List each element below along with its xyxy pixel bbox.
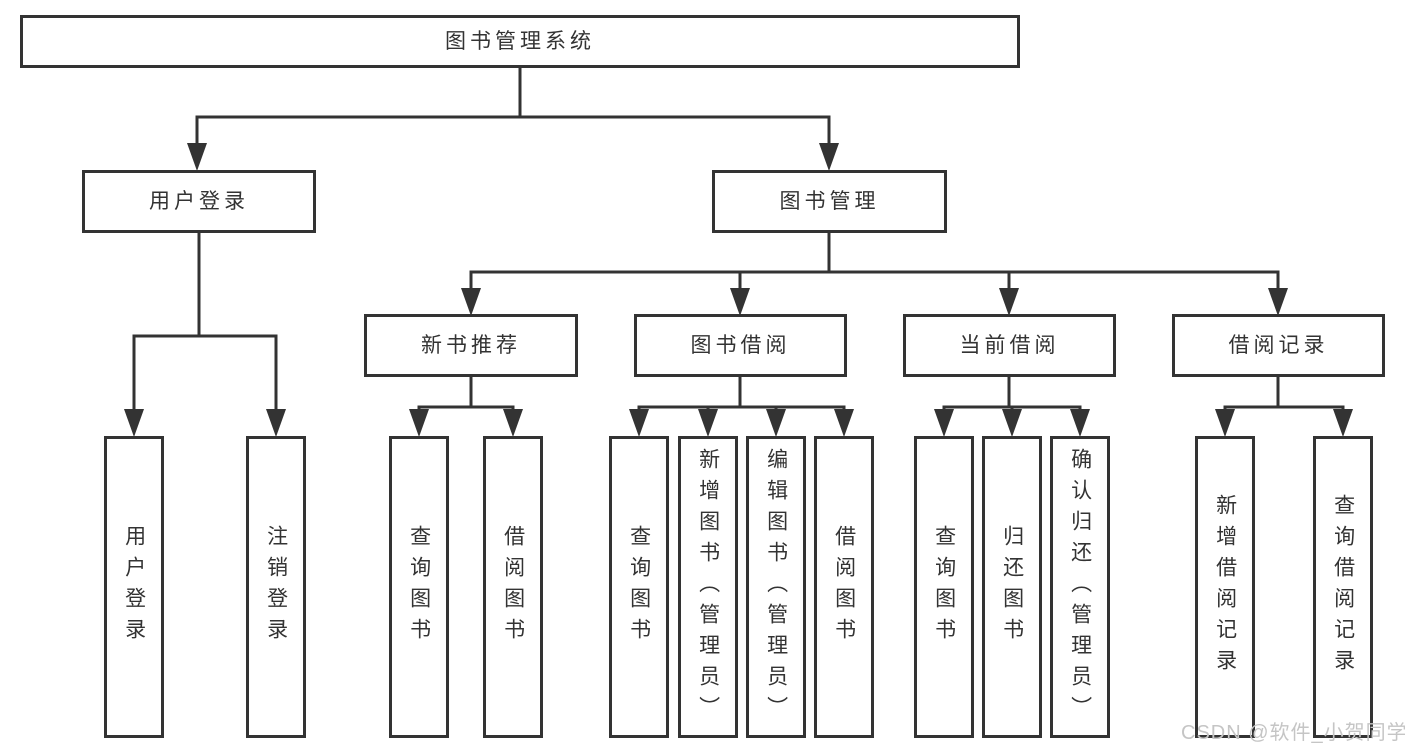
node-borrowing-records: 借阅记录 [1172, 314, 1385, 377]
leaf-return-books: 归还图书 [982, 436, 1042, 738]
leaf-confirm-return-admin: 确认归还（管理员） [1050, 436, 1110, 738]
leaf-borrow-books-2: 借阅图书 [814, 436, 874, 738]
leaf-query-books-1: 查询图书 [389, 436, 449, 738]
leaf-logout: 注销登录 [246, 436, 306, 738]
leaf-query-borrow-record: 查询借阅记录 [1313, 436, 1373, 738]
node-library-system: 图书管理系统 [20, 15, 1020, 68]
node-book-borrowing: 图书借阅 [634, 314, 847, 377]
leaf-query-books-3: 查询图书 [914, 436, 974, 738]
node-new-book-recommend: 新书推荐 [364, 314, 578, 377]
leaf-add-books-admin: 新增图书（管理员） [678, 436, 738, 738]
node-user-login: 用户登录 [82, 170, 316, 233]
leaf-user-login: 用户登录 [104, 436, 164, 738]
leaf-add-borrow-record: 新增借阅记录 [1195, 436, 1255, 738]
node-book-management: 图书管理 [712, 170, 947, 233]
csdn-watermark: CSDN @软件_小贺同学 [1181, 722, 1405, 744]
leaf-edit-books-admin: 编辑图书（管理员） [746, 436, 806, 738]
leaf-borrow-books-1: 借阅图书 [483, 436, 543, 738]
node-current-borrowing: 当前借阅 [903, 314, 1116, 377]
leaf-query-books-2: 查询图书 [609, 436, 669, 738]
